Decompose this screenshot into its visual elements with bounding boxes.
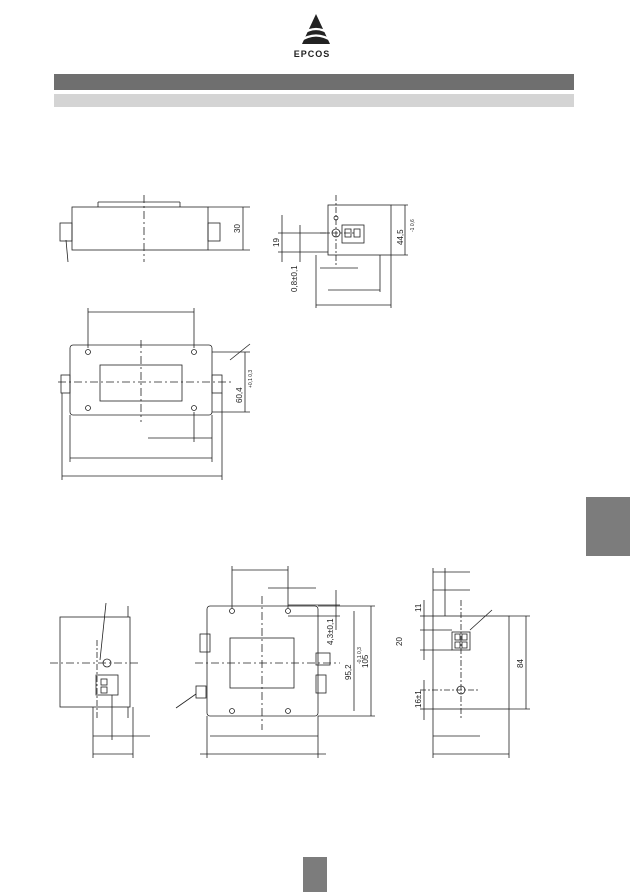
dim-16: 16±1 xyxy=(414,690,423,708)
dim-11: 11 xyxy=(414,603,423,612)
drawing-bottom-right-view xyxy=(420,568,530,758)
epcos-logo-icon xyxy=(299,14,333,44)
dim-95-2-tolerance: -0,1 0,3 xyxy=(357,647,363,664)
dim-60-4: 60,4 xyxy=(235,387,244,403)
drawing-bottom-end-view xyxy=(50,602,150,758)
brand-name: EPCOS xyxy=(293,49,331,59)
dim-84: 84 xyxy=(516,659,525,668)
dim-44-5: 44,5 xyxy=(396,229,405,245)
dim-105: 105 xyxy=(361,654,370,668)
dim-30: 30 xyxy=(233,224,242,233)
dim-4-3: 4,3±0,1 xyxy=(326,618,335,645)
dim-60-4-tolerance: +0,1 0,3 xyxy=(248,370,254,388)
drawing-end-view xyxy=(278,195,408,308)
dim-0-8: 0,8±0,1 xyxy=(290,265,299,292)
dim-19: 19 xyxy=(272,238,281,247)
dim-44-5-tolerance: -1 0,6 xyxy=(410,219,416,232)
dim-95-2: 95,2 xyxy=(344,664,353,680)
drawing-side-view xyxy=(59,195,250,263)
header-bar-light xyxy=(54,94,574,107)
side-tab xyxy=(586,497,630,556)
drawing-plan-view xyxy=(58,308,251,480)
page-number-box xyxy=(303,857,327,892)
header-bar-dark xyxy=(54,74,574,90)
drawing-bottom-plan-view xyxy=(175,566,375,758)
dim-20: 20 xyxy=(395,637,404,646)
